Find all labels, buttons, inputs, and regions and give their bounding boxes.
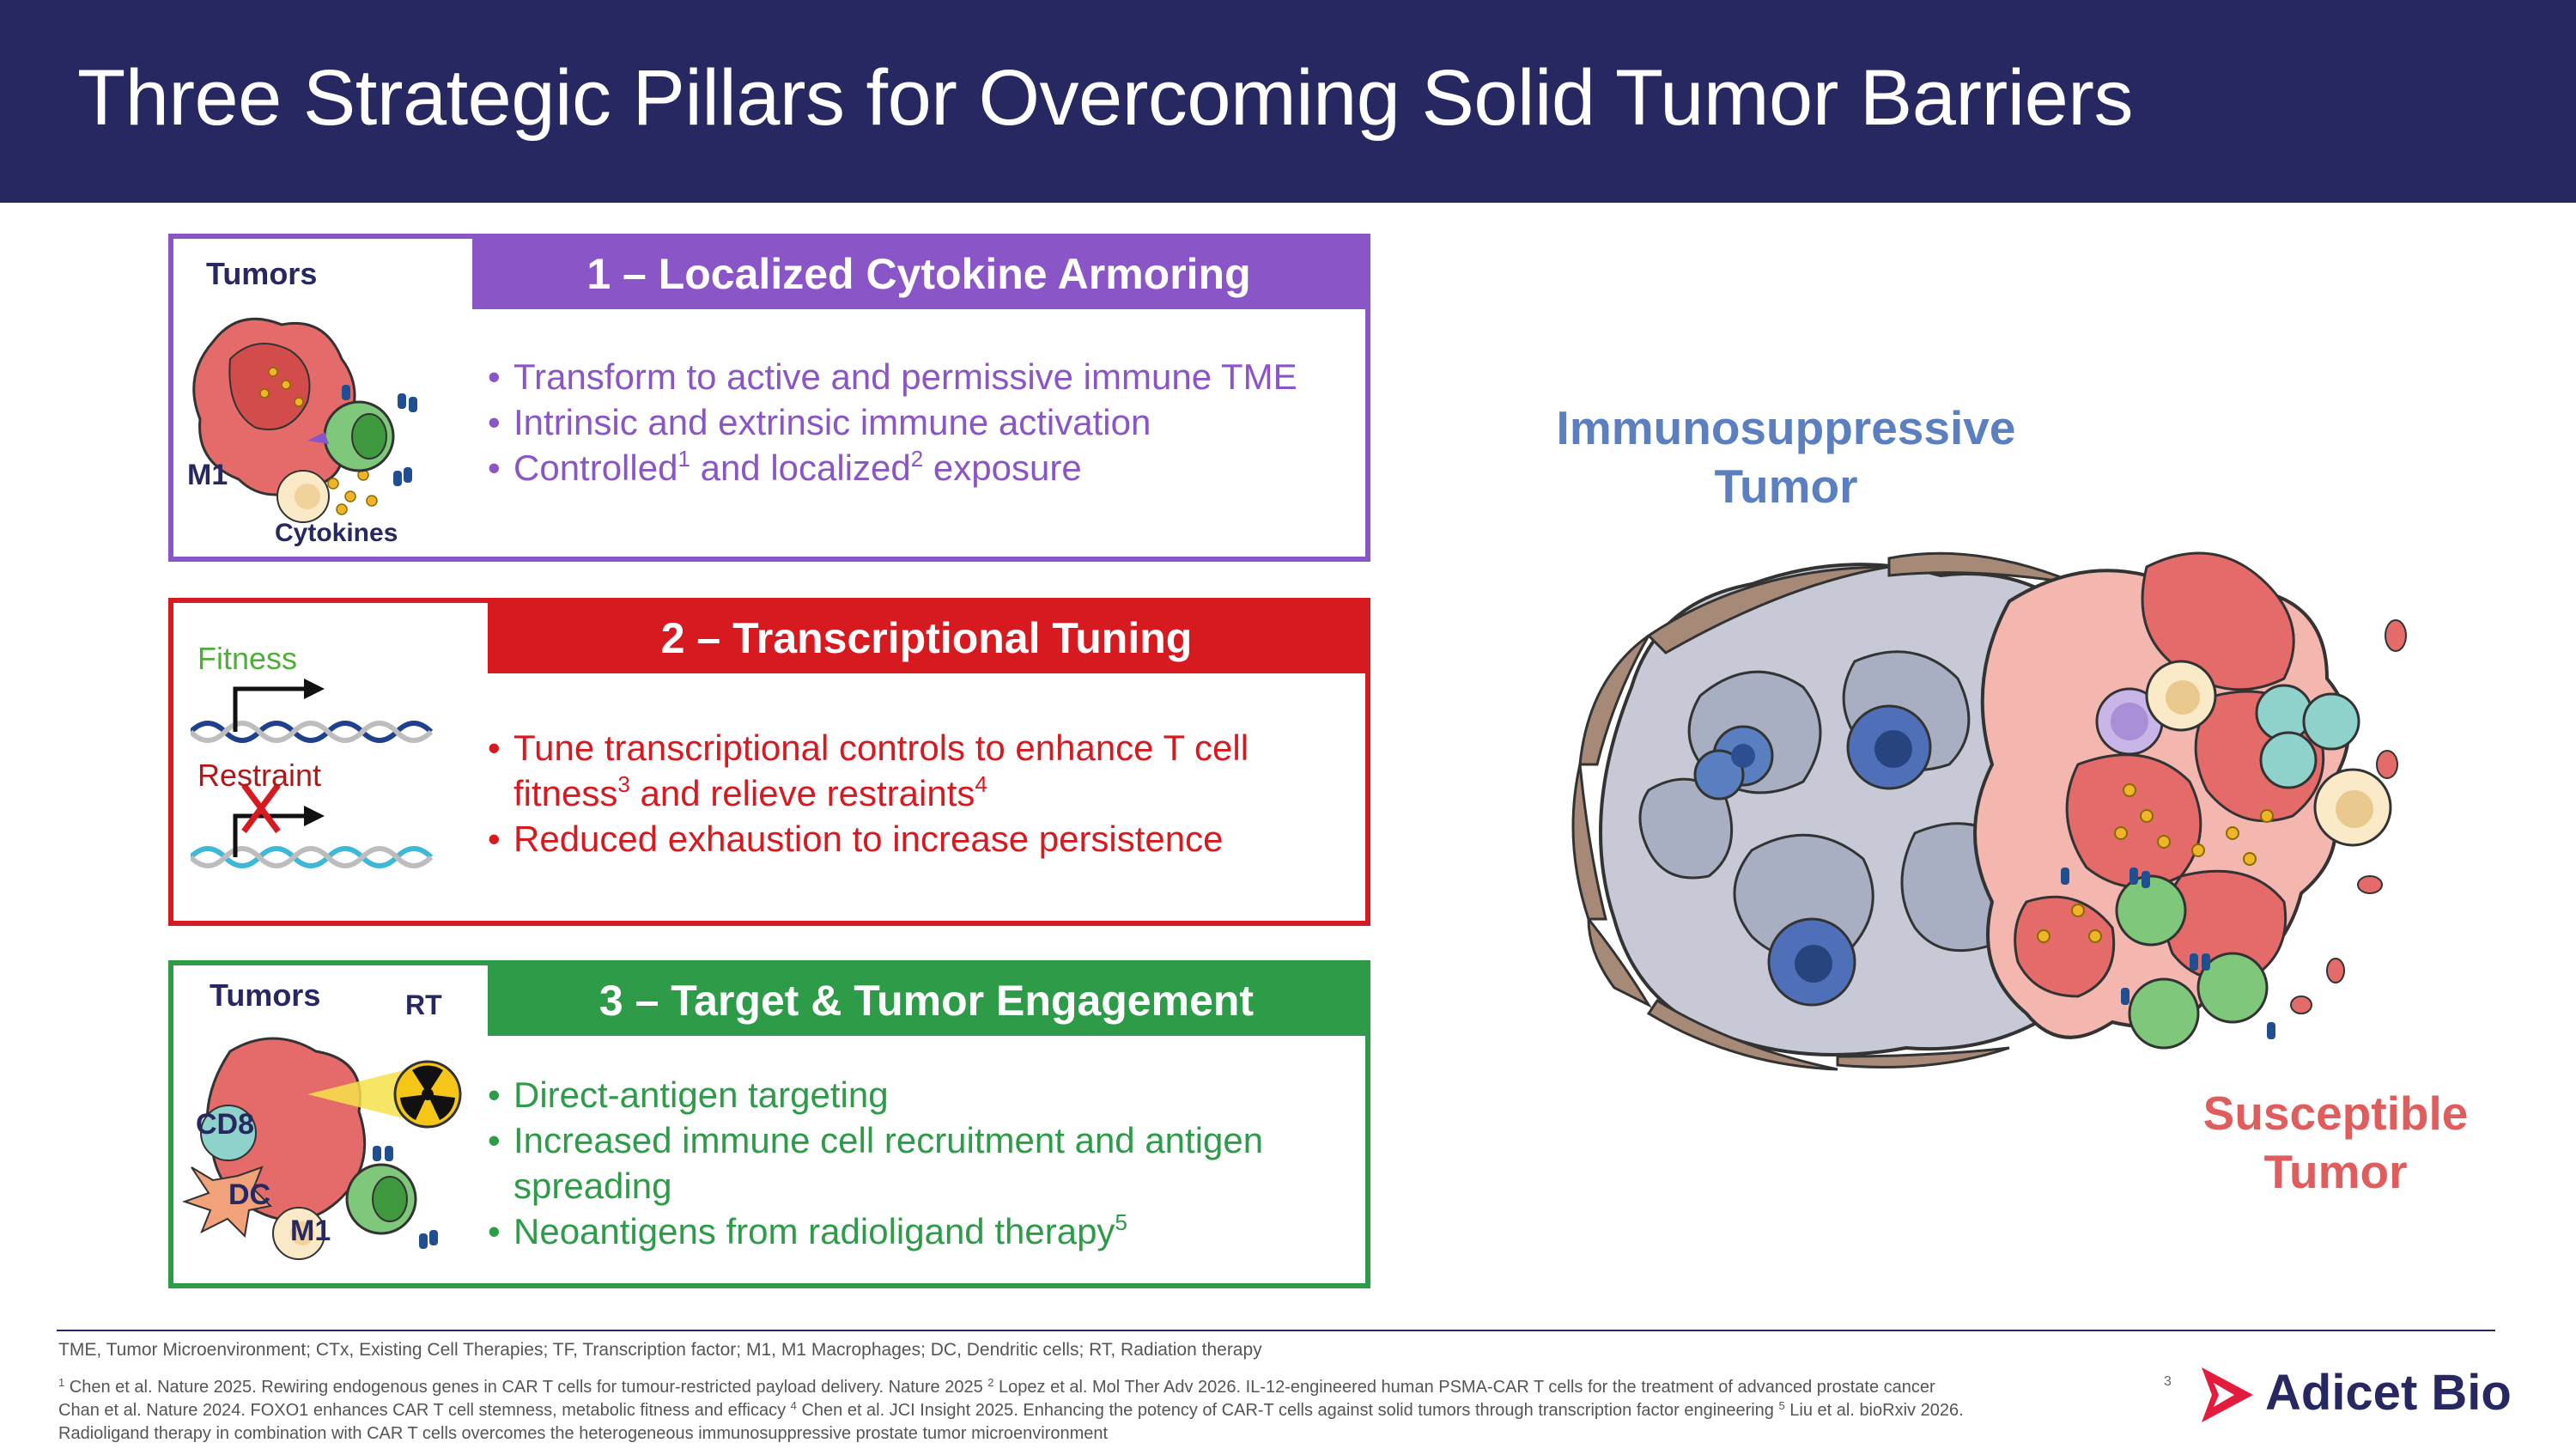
pillar-3-card: 3 – Target & Tumor Engagement Direct-ant…: [168, 960, 1370, 1288]
pillar-1-title: 1 – Localized Cytokine Armoring: [472, 239, 1365, 309]
dc-cell: [181, 1166, 273, 1239]
bullet: Neoantigens from radioligand therapy5: [488, 1209, 1329, 1254]
tumor-microenvironment-illustration: [1571, 551, 2407, 1071]
cytokine-illustration: [192, 317, 417, 523]
bullet: Intrinsic and extrinsic immune activatio…: [488, 399, 1297, 445]
pillar-3-bullets: Direct-antigen targeting Increased immun…: [488, 1072, 1329, 1254]
pillar-2-card: 2 – Transcriptional Tuning Tune transcri…: [168, 598, 1370, 926]
bullet: Reduced exhaustion to increase persisten…: [488, 816, 1329, 861]
pillar-1-card: 1 – Localized Cytokine Armoring Transfor…: [168, 234, 1370, 562]
t-cells: [2115, 874, 2269, 1050]
engagement-illustration: [181, 1037, 462, 1260]
susceptible-tumor-label: Susceptible Tumor: [2202, 1087, 2469, 1198]
pillar-1-bullets: Transform to active and permissive immun…: [488, 354, 1297, 490]
title-bar: Three Strategic Pillars for Overcoming S…: [0, 0, 2576, 203]
abbreviations: TME, Tumor Microenvironment; CTx, Existi…: [58, 1340, 1262, 1360]
footer-divider: [57, 1330, 2495, 1331]
m1-label: M1: [187, 459, 228, 491]
adicet-logo-icon: [2202, 1367, 2253, 1422]
cytokines-label: Cytokines: [275, 519, 398, 547]
immunosuppressive-tumor-label: Immunosuppressive Tumor: [1556, 401, 2016, 513]
dna-illustration: [191, 679, 434, 868]
page-number: 3: [2164, 1374, 2172, 1389]
fitness-label: Fitness: [197, 641, 298, 676]
restraint-label: Restraint: [197, 758, 322, 793]
company-logo: Adicet Bio: [2195, 1361, 2512, 1429]
references: 1 Chen et al. Nature 2025. Rewiring endo…: [58, 1376, 1964, 1443]
block-x-icon: [241, 782, 281, 834]
bullet: Direct-antigen targeting: [488, 1072, 1329, 1117]
logo-text: Adicet Bio: [2265, 1365, 2512, 1421]
rt-label: RT: [405, 989, 442, 1020]
bullet: Controlled1 and localized2 exposure: [488, 445, 1297, 490]
suppressive-cells: [1693, 704, 1932, 1007]
dc-label: DC: [228, 1178, 271, 1211]
cd8-label: CD8: [196, 1108, 255, 1141]
promoter-arrow: [233, 686, 311, 732]
m1-label: M1: [290, 1215, 331, 1247]
tumors-label: Tumors: [206, 256, 318, 291]
cd8-cells: [2255, 684, 2360, 789]
slide-title: Three Strategic Pillars for Overcoming S…: [77, 54, 2133, 142]
bullet: Tune transcriptional controls to enhance…: [488, 725, 1329, 816]
pillar-2-title: 2 – Transcriptional Tuning: [488, 603, 1365, 673]
bullet: Increased immune cell recruitment and an…: [488, 1117, 1329, 1209]
bullet: Transform to active and permissive immun…: [488, 354, 1297, 399]
pillar-3-title: 3 – Target & Tumor Engagement: [488, 965, 1365, 1036]
cd8-cell: [200, 1105, 257, 1161]
tumors-label: Tumors: [210, 977, 321, 1013]
pillar-2-bullets: Tune transcriptional controls to enhance…: [488, 725, 1329, 861]
